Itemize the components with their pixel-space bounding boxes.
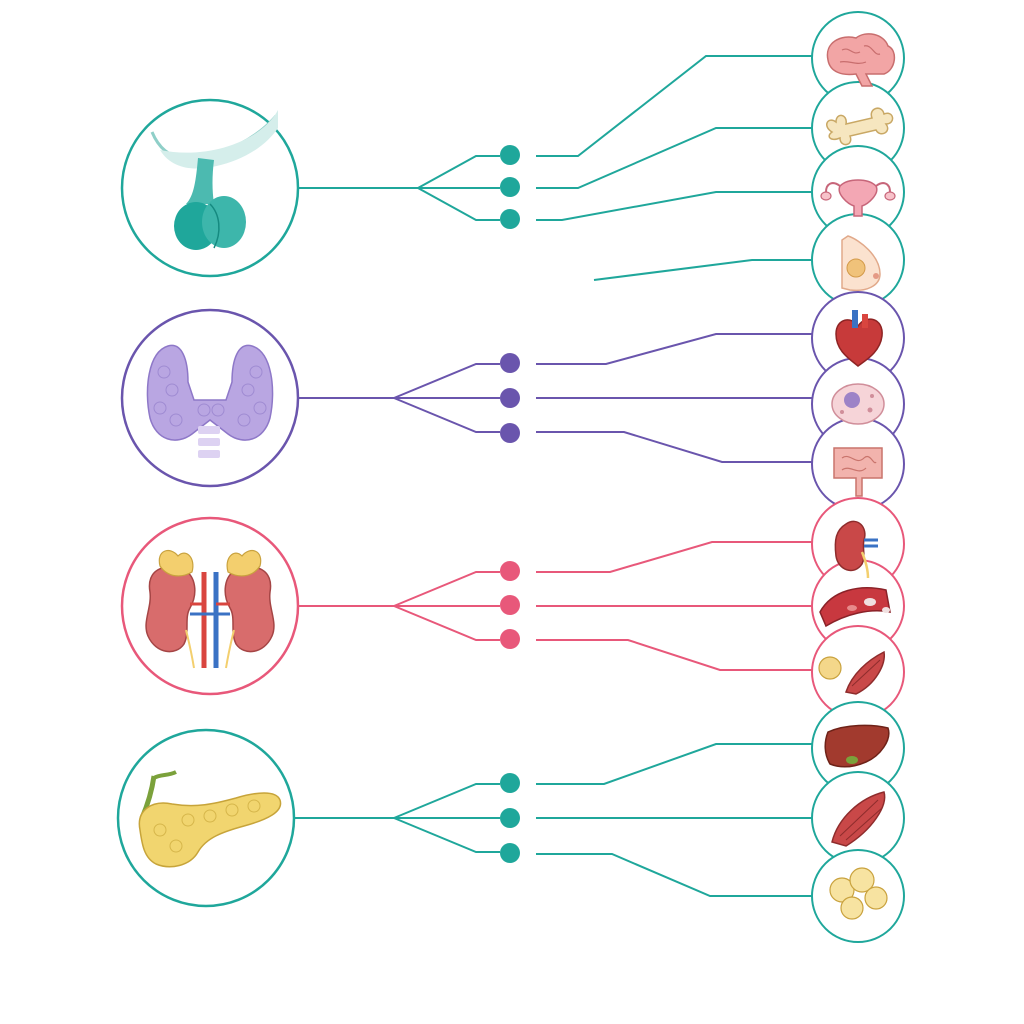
pancreas-link-fat xyxy=(536,853,812,897)
hormone-node xyxy=(500,808,520,828)
pancreas-link-liver xyxy=(536,743,812,785)
thyroid-fan-line xyxy=(393,363,500,433)
adrenal-link-kidney xyxy=(536,541,812,573)
hormone-node xyxy=(500,423,520,443)
intestine-icon xyxy=(833,447,883,497)
hormone-node xyxy=(500,209,520,229)
kidney-icon xyxy=(834,520,878,579)
pancreas-icon xyxy=(138,770,282,868)
uterus-ovaries-icon xyxy=(820,179,896,217)
adrenal-circle xyxy=(120,516,300,696)
blood-vessel-icon xyxy=(819,587,891,628)
thyroid-nodes xyxy=(500,353,520,443)
breast-icon xyxy=(841,235,881,292)
cell-icon xyxy=(831,383,885,425)
thyroid-link-heart xyxy=(536,333,812,365)
pituitary-link-uterus xyxy=(536,191,812,221)
pituitary-fan-line xyxy=(417,155,500,221)
adrenal-fan-line xyxy=(393,571,500,641)
pituitary-link-brain xyxy=(536,55,812,157)
hormone-node xyxy=(500,595,520,615)
bone-icon xyxy=(826,107,894,146)
muscle-icon xyxy=(831,791,886,847)
hormone-node xyxy=(500,843,520,863)
pancreas-nodes xyxy=(500,773,520,863)
hormone-node xyxy=(500,388,520,408)
hormone-node xyxy=(500,561,520,581)
pituitary-nodes xyxy=(500,145,520,229)
heart-icon xyxy=(835,310,883,367)
fat-cells-icon xyxy=(829,867,888,920)
hormone-node xyxy=(500,177,520,197)
adrenal-nodes xyxy=(500,561,520,649)
thyroid-gland-icon xyxy=(146,344,274,458)
pituitary-link-breast xyxy=(593,259,812,281)
brain-icon xyxy=(826,33,896,87)
hormone-node xyxy=(500,773,520,793)
thyroid-link-intestine xyxy=(536,431,812,463)
pancreas-fan-line xyxy=(393,783,500,853)
adrenal-link-muscle xyxy=(536,639,812,671)
muscle-fat-icon xyxy=(818,650,885,695)
pituitary-gland-icon xyxy=(150,110,278,250)
hormone-node xyxy=(500,353,520,373)
target-circle-fat-cells xyxy=(811,849,905,943)
hormone-node xyxy=(500,145,520,165)
pituitary-link-bone xyxy=(536,127,812,189)
hormone-node xyxy=(500,629,520,649)
adrenal-kidneys-icon xyxy=(145,549,275,669)
liver-icon xyxy=(824,724,890,768)
